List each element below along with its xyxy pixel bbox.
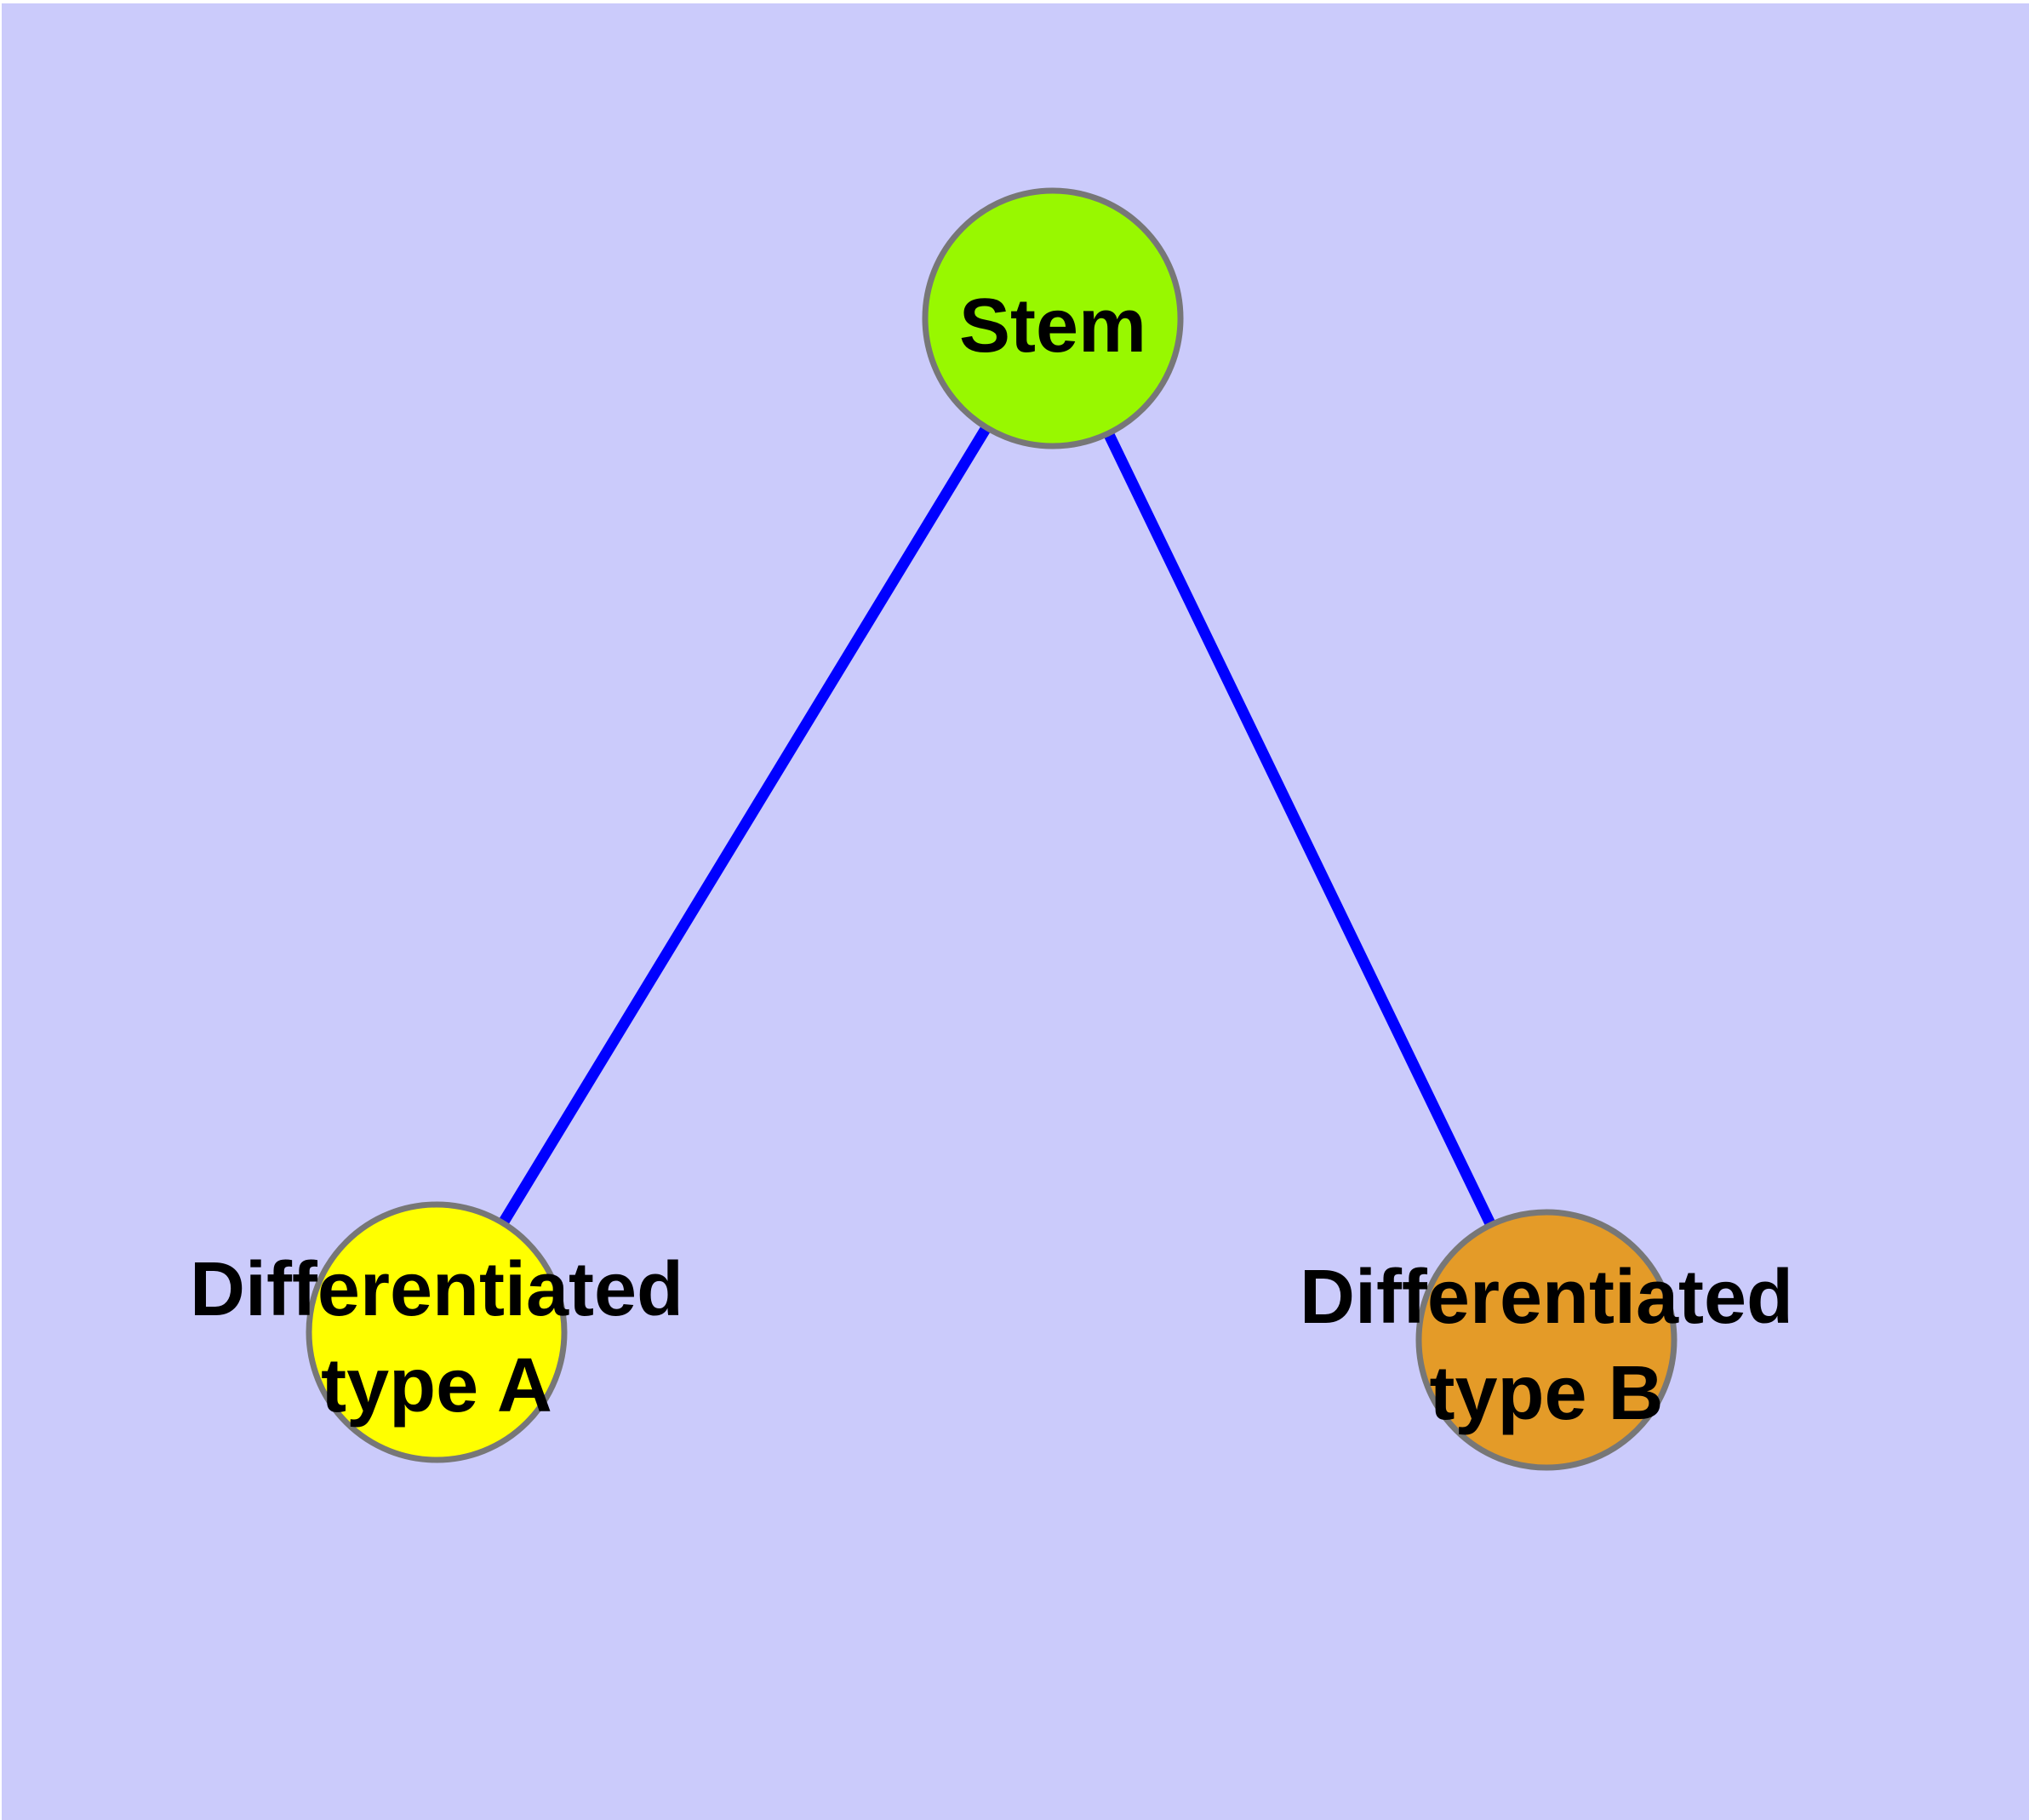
node-type-b-label-line2: type B — [1429, 1351, 1663, 1436]
node-stem-circle — [922, 187, 1184, 449]
node-type-a-circle — [306, 1201, 568, 1463]
edge-stem-to-type-a — [432, 315, 1058, 1336]
node-type-b-label-line1: Differentiated — [1300, 1255, 1793, 1340]
node-stem-label: Stem — [959, 283, 1146, 369]
edge-stem-to-type-b — [1048, 316, 1552, 1342]
node-type-a-label-line1: Differentiated — [190, 1247, 683, 1332]
node-type-a-label-line2: type A — [321, 1343, 552, 1428]
node-type-b-circle — [1415, 1209, 1677, 1471]
